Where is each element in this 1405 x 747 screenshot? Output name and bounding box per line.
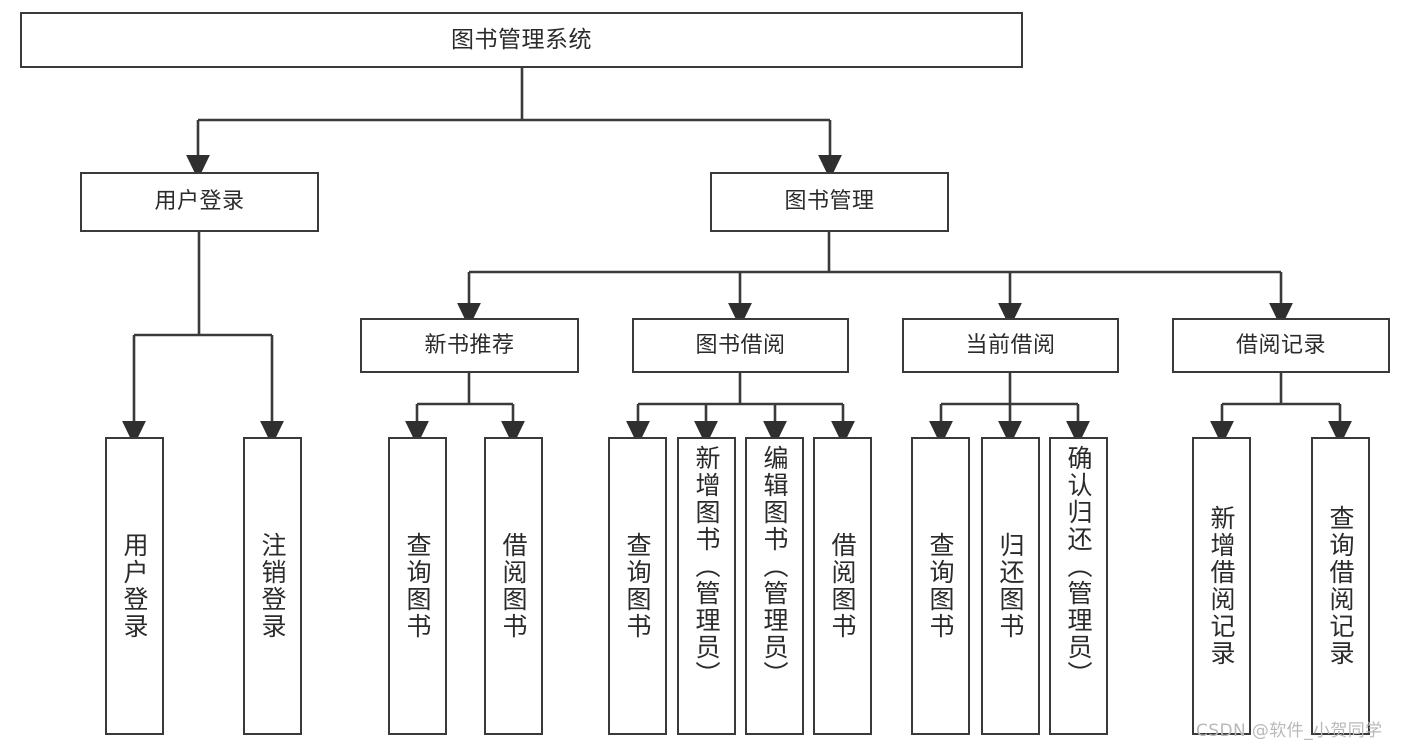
node-new-book-recommend[interactable]: 新书推荐 xyxy=(360,318,579,373)
node-label: 借阅记录 xyxy=(1235,332,1326,358)
node-label: 图书管理 xyxy=(784,189,875,215)
node-label: 注销登录 xyxy=(258,532,287,640)
node-label: 归还图书 xyxy=(996,532,1025,640)
node-label: 查询借阅记录 xyxy=(1326,505,1355,667)
node-label: 查询图书 xyxy=(623,532,652,640)
node-borrow-record[interactable]: 借阅记录 xyxy=(1172,318,1390,373)
node-leaf-query-book-1[interactable]: 查询图书 xyxy=(388,437,447,735)
node-leaf-add-record[interactable]: 新增借阅记录 xyxy=(1192,437,1251,735)
node-label: 图书管理系统 xyxy=(451,26,592,53)
node-leaf-user-login[interactable]: 用户登录 xyxy=(105,437,164,735)
node-leaf-borrow-book-2[interactable]: 借阅图书 xyxy=(813,437,872,735)
node-label: 借阅图书 xyxy=(828,532,857,640)
node-label: 查询图书 xyxy=(926,532,955,640)
node-label: 用户登录 xyxy=(120,532,149,640)
watermark-csdn: CSDN @软件_小贺同学 xyxy=(1196,721,1383,741)
node-leaf-edit-book[interactable]: 编辑图书（管理员） xyxy=(745,437,804,735)
node-label: 确认归还（管理员） xyxy=(1064,445,1093,688)
node-leaf-add-book[interactable]: 新增图书（管理员） xyxy=(677,437,736,735)
node-leaf-query-record[interactable]: 查询借阅记录 xyxy=(1311,437,1370,735)
node-label: 查询图书 xyxy=(403,532,432,640)
node-leaf-confirm-return[interactable]: 确认归还（管理员） xyxy=(1049,437,1108,735)
node-label: 当前借阅 xyxy=(965,332,1056,358)
node-label: 用户登录 xyxy=(154,189,245,215)
node-label: 借阅图书 xyxy=(499,532,528,640)
node-user-login[interactable]: 用户登录 xyxy=(80,172,319,232)
node-book-manage[interactable]: 图书管理 xyxy=(710,172,949,232)
node-leaf-logout-login[interactable]: 注销登录 xyxy=(243,437,302,735)
node-current-borrow[interactable]: 当前借阅 xyxy=(902,318,1119,373)
node-label: 新增借阅记录 xyxy=(1207,505,1236,667)
node-leaf-query-book-3[interactable]: 查询图书 xyxy=(911,437,970,735)
node-leaf-query-book-2[interactable]: 查询图书 xyxy=(608,437,667,735)
node-label: 编辑图书（管理员） xyxy=(760,445,789,688)
node-book-borrow[interactable]: 图书借阅 xyxy=(632,318,849,373)
node-label: 新书推荐 xyxy=(424,332,515,358)
node-root-system[interactable]: 图书管理系统 xyxy=(20,12,1023,68)
node-leaf-return-book[interactable]: 归还图书 xyxy=(981,437,1040,735)
node-label: 新增图书（管理员） xyxy=(692,445,721,688)
node-label: 图书借阅 xyxy=(695,332,786,358)
node-leaf-borrow-book-1[interactable]: 借阅图书 xyxy=(484,437,543,735)
